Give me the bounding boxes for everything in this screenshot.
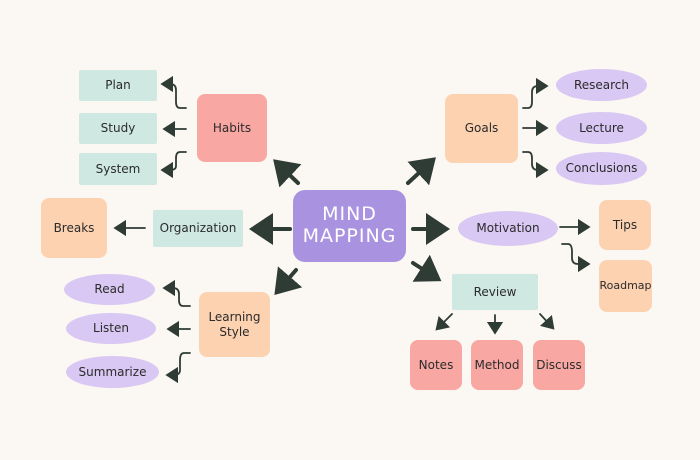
breaks-node: Breaks [41,198,107,258]
organization-label: Organization [159,221,237,235]
arrow-to-goals [406,157,436,186]
conclusions-node: Conclusions [556,152,647,185]
research-node: Research [556,69,647,101]
arrow-to-summarize [165,352,191,384]
plan-node: Plan [79,70,157,101]
tips-node: Tips [599,200,651,250]
tips-label: Tips [612,217,638,232]
habits-node: Habits [197,94,267,162]
review-label: Review [473,284,517,299]
plan-label: Plan [105,78,131,92]
learning-style-node: Learning Style [199,292,270,357]
listen-node: Listen [66,313,156,344]
discuss-label: Discuss [536,357,582,372]
arrow-to-discuss [539,313,555,330]
arrow-to-roadmap [561,243,591,273]
arrow-to-read [162,279,191,307]
roadmap-node: Roadmap [599,260,652,312]
organization-node: Organization [153,210,243,247]
method-label: Method [474,357,520,372]
goals-label: Goals [464,121,499,135]
discuss-node: Discuss [533,340,585,390]
conclusions-label: Conclusions [565,161,638,175]
arrow-to-research [522,77,549,109]
notes-label: Notes [418,357,454,372]
summarize-label: Summarize [78,364,147,379]
method-node: Method [471,340,523,390]
system-node: System [79,153,157,185]
goals-node: Goals [445,94,518,163]
review-node: Review [452,274,538,310]
arrow-to-habits [273,159,302,188]
central-topic-node: MIND MAPPING [293,190,406,262]
notes-node: Notes [410,340,462,390]
arrow-to-review [411,254,442,282]
listen-label: Listen [93,321,129,335]
motivation-label: Motivation [476,221,540,235]
lecture-label: Lecture [579,120,624,135]
learning-style-label: Learning Style [208,309,261,339]
arrow-to-learning-style [274,266,303,296]
read-node: Read [64,274,155,305]
arrow-to-notes [435,313,453,331]
habits-label: Habits [212,120,252,135]
read-label: Read [94,282,125,296]
arrow-to-system [160,151,187,179]
arrow-to-conclusions [522,151,549,179]
arrow-to-plan [160,75,187,109]
lecture-node: Lecture [556,112,647,144]
roadmap-label: Roadmap [599,279,652,293]
study-label: Study [100,121,136,135]
motivation-node: Motivation [458,211,558,246]
central-topic-line1: MIND [322,203,377,226]
breaks-label: Breaks [53,220,95,235]
central-topic-line2: MAPPING [302,225,397,247]
study-node: Study [79,113,157,144]
summarize-node: Summarize [66,356,159,388]
system-label: System [95,161,141,176]
research-label: Research [573,77,630,92]
